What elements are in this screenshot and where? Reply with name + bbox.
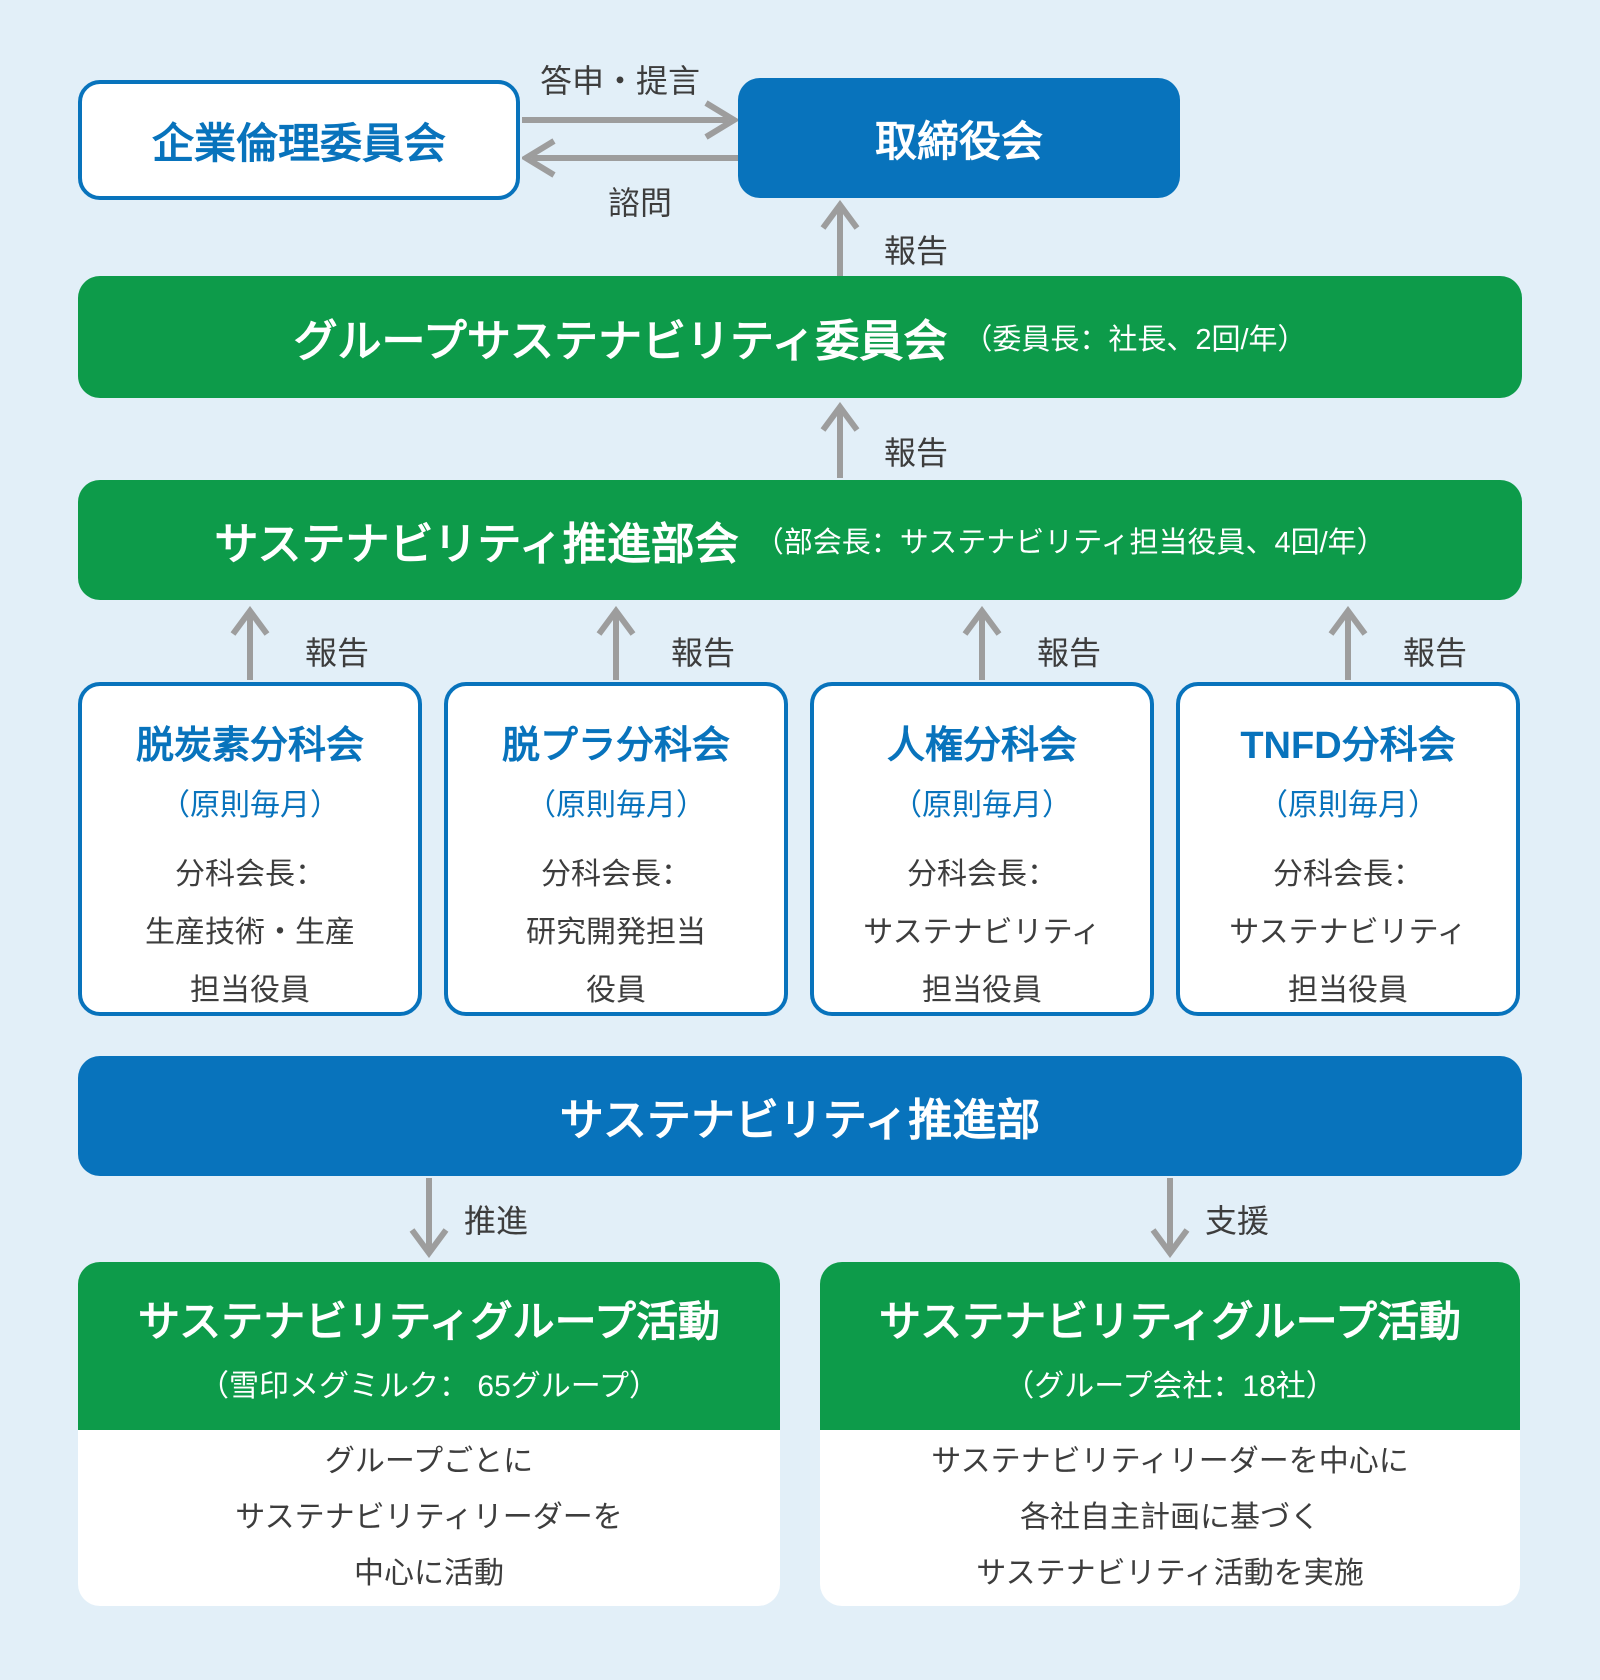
- subcommittee-chair-line: 研究開発担当: [526, 915, 706, 949]
- group-activity-body-line: サステナビリティリーダーを中心に: [931, 1445, 1409, 1478]
- group-activity-header: サステナビリティグループ活動 （グループ会社：18社）: [820, 1262, 1520, 1430]
- subcommittee-title: 脱プラ分科会: [501, 725, 730, 767]
- arrow-up-report-board-icon: [820, 200, 860, 276]
- group-activity-body-line: サステナビリティ活動を実施: [976, 1557, 1364, 1590]
- subcommittee-chair-line: 担当役員: [921, 973, 1042, 1007]
- report-label-3: 報告: [305, 635, 370, 671]
- arrow-up-report-sub3-icon: [962, 606, 1002, 680]
- sustainability-promotion-subcommittee-note: （部会長：サステナビリティ担当役員、4回/年）: [754, 527, 1386, 559]
- promote-label: 推進: [464, 1203, 529, 1239]
- arrow-down-support-icon: [1150, 1178, 1190, 1258]
- group-activity-title: サステナビリティグループ活動: [137, 1297, 721, 1345]
- group-activity-header: サステナビリティグループ活動 （雪印メグミルク： 65グループ）: [78, 1262, 780, 1430]
- board-of-directors-label: 取締役会: [874, 117, 1043, 165]
- subcommittee-frequency: （原則毎月）: [892, 788, 1072, 822]
- subcommittee-chair-line: 担当役員: [190, 973, 310, 1007]
- group-activity-note: （グループ会社：18社）: [1004, 1369, 1336, 1403]
- report-label-1: 報告: [884, 233, 949, 269]
- subcommittee-box-decarbonization: 脱炭素分科会 （原則毎月） 分科会長： 生産技術・生産 担当役員: [78, 682, 422, 1016]
- subcommittee-chair-line: サステナビリティ: [1229, 915, 1467, 949]
- subcommittee-title: 脱炭素分科会: [135, 725, 364, 767]
- arrow-up-report-committee-icon: [820, 402, 860, 478]
- group-activity-box-group-companies: サステナビリティグループ活動 （グループ会社：18社） サステナビリティリーダー…: [820, 1262, 1520, 1606]
- group-activity-body-line: 各社自主計画に基づく: [1020, 1501, 1320, 1534]
- arrow-right-icon: [522, 100, 738, 140]
- subcommittee-chair-line: 分科会長：: [906, 857, 1057, 891]
- arrow-up-report-sub2-icon: [596, 606, 636, 680]
- group-activity-body-line: グループごとに: [324, 1445, 534, 1478]
- shimon-label: 諮問: [607, 185, 672, 221]
- subcommittee-chair-line: 分科会長：: [541, 857, 691, 891]
- group-sustainability-committee-bar: グループサステナビリティ委員会 （委員長：社長、2回/年）: [78, 276, 1522, 398]
- group-activity-body: グループごとに サステナビリティリーダーを 中心に活動: [78, 1430, 780, 1606]
- group-activity-title: サステナビリティグループ活動: [878, 1297, 1462, 1345]
- subcommittee-chair-line: 分科会長：: [175, 857, 325, 891]
- subcommittee-chair-line: サステナビリティ: [863, 915, 1101, 949]
- group-sustainability-committee-note: （委員長：社長、2回/年）: [963, 324, 1307, 356]
- subcommittee-box-human-rights: 人権分科会 （原則毎月） 分科会長： サステナビリティ 担当役員: [810, 682, 1154, 1016]
- subcommittee-frequency: （原則毎月）: [1258, 788, 1438, 822]
- subcommittee-box-tnfd: TNFD分科会 （原則毎月） 分科会長： サステナビリティ 担当役員: [1176, 682, 1520, 1016]
- subcommittee-chair-line: 分科会長：: [1272, 857, 1423, 891]
- subcommittee-chair-line: 役員: [586, 973, 646, 1007]
- subcommittee-frequency: （原則毎月）: [526, 788, 706, 822]
- report-label-6: 報告: [1403, 635, 1468, 671]
- subcommittee-box-deplastic: 脱プラ分科会 （原則毎月） 分科会長： 研究開発担当 役員: [444, 682, 788, 1016]
- subcommittee-chair-line: 生産技術・生産: [145, 915, 355, 949]
- arrow-down-promote-icon: [409, 1178, 449, 1258]
- board-of-directors-box: 取締役会: [738, 78, 1180, 198]
- report-label-5: 報告: [1037, 635, 1102, 671]
- support-label: 支援: [1205, 1203, 1270, 1239]
- report-label-2: 報告: [884, 435, 949, 471]
- sustainability-promotion-subcommittee-title: サステナビリティ推進部会: [214, 520, 739, 569]
- toushin-label: 答申・提言: [539, 63, 700, 99]
- group-activity-body-line: サステナビリティリーダーを: [235, 1501, 623, 1534]
- subcommittee-title: TNFD分科会: [1240, 725, 1456, 767]
- arrow-up-report-sub4-icon: [1328, 606, 1368, 680]
- report-label-4: 報告: [671, 635, 736, 671]
- subcommittee-chair-line: 担当役員: [1287, 973, 1408, 1007]
- group-sustainability-committee-title: グループサステナビリティ委員会: [293, 317, 948, 366]
- sustainability-promotion-dept-title: サステナビリティ推進部: [559, 1096, 1041, 1145]
- arrow-up-report-sub1-icon: [230, 606, 270, 680]
- ethics-committee-label: 企業倫理委員会: [151, 119, 446, 167]
- ethics-committee-box: 企業倫理委員会: [78, 80, 520, 200]
- sustainability-promotion-dept-bar: サステナビリティ推進部: [78, 1056, 1522, 1176]
- group-activity-body: サステナビリティリーダーを中心に 各社自主計画に基づく サステナビリティ活動を実…: [820, 1430, 1520, 1606]
- group-activity-body-line: 中心に活動: [354, 1557, 504, 1590]
- arrow-left-icon: [522, 138, 738, 178]
- subcommittee-frequency: （原則毎月）: [160, 788, 340, 822]
- group-activity-note: （雪印メグミルク： 65グループ）: [199, 1369, 659, 1403]
- group-activity-box-megmilk: サステナビリティグループ活動 （雪印メグミルク： 65グループ） グループごとに…: [78, 1262, 780, 1606]
- sustainability-promotion-subcommittee-bar: サステナビリティ推進部会 （部会長：サステナビリティ担当役員、4回/年）: [78, 480, 1522, 600]
- subcommittee-title: 人権分科会: [886, 725, 1077, 767]
